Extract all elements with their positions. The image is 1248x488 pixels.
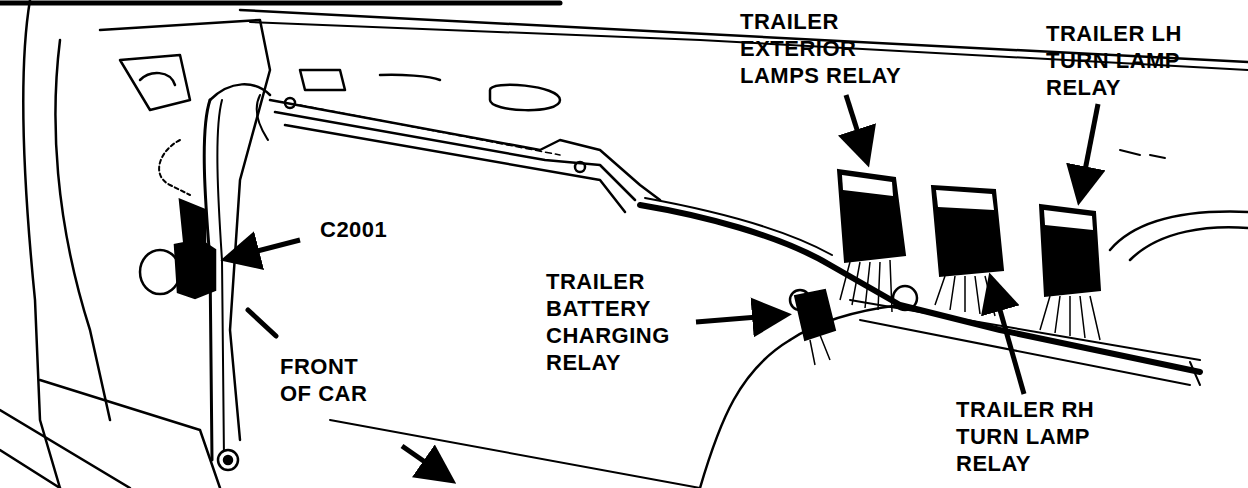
callout-label: TRAILER BATTERY CHARGING RELAY	[546, 268, 696, 376]
callout-label: TRAILER LH TURN LAMP RELAY	[1046, 20, 1214, 101]
callout-label: FRONT OF CAR	[280, 353, 388, 407]
callout-label: TRAILER EXTERIOR LAMPS RELAY	[740, 8, 932, 89]
callout-label: TRAILER RH TURN LAMP RELAY	[956, 396, 1124, 477]
callout-label: C2001	[320, 216, 410, 243]
